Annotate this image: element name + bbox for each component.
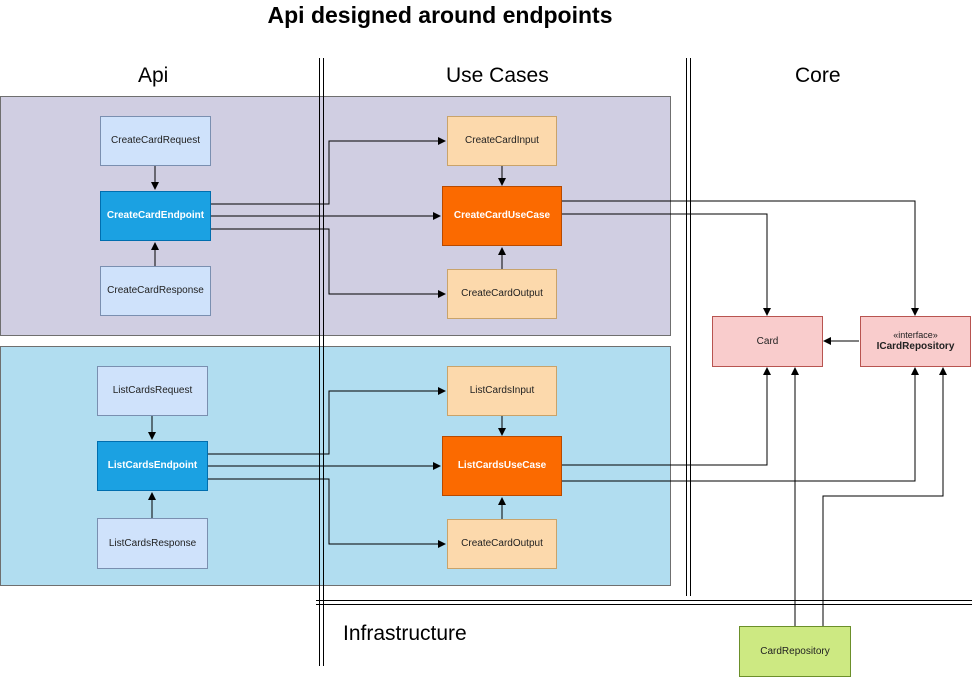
lane-label-infrastructure: Infrastructure	[343, 622, 467, 645]
list-cards-response-box[interactable]: ListCardsResponse	[97, 518, 208, 569]
boundary-infrastructure-line-2	[316, 604, 972, 605]
lane-label-core: Core	[795, 64, 841, 87]
list-cards-output-box[interactable]: CreateCardOutput	[447, 519, 557, 569]
cardrepository-to-icardrepository-arrow	[822, 367, 947, 626]
create-card-input-box[interactable]: CreateCardInput	[447, 116, 557, 166]
lane-label-api: Api	[138, 64, 169, 87]
create-card-response-box[interactable]: CreateCardResponse	[100, 266, 211, 316]
list-cards-endpoint-box[interactable]: ListCardsEndpoint	[97, 441, 208, 491]
list-cards-usecase-box[interactable]: ListCardsUseCase	[442, 436, 562, 496]
icardrepository-interface-box[interactable]: «interface» ICardRepository	[860, 316, 971, 367]
card-entity-box[interactable]: Card	[712, 316, 823, 367]
boundary-infrastructure-line-1	[316, 600, 972, 601]
create-card-endpoint-box[interactable]: CreateCardEndpoint	[100, 191, 211, 241]
list-cards-request-box[interactable]: ListCardsRequest	[97, 366, 208, 416]
interface-stereotype-label: «interface»	[893, 330, 938, 341]
diagram-title: Api designed around endpoints	[267, 2, 613, 28]
lane-label-use-cases: Use Cases	[446, 64, 549, 87]
card-repository-box[interactable]: CardRepository	[739, 626, 851, 677]
boundary-usecases-core-line-1	[686, 58, 687, 596]
boundary-usecases-core-line-2	[690, 58, 691, 596]
boundary-api-usecases-line-2	[323, 58, 324, 666]
boundary-api-usecases-line-1	[319, 58, 320, 666]
create-card-output-box[interactable]: CreateCardOutput	[447, 269, 557, 319]
create-card-request-box[interactable]: CreateCardRequest	[100, 116, 211, 166]
icardrepository-name-label: ICardRepository	[876, 340, 955, 352]
create-card-usecase-box[interactable]: CreateCardUseCase	[442, 186, 562, 246]
list-cards-input-box[interactable]: ListCardsInput	[447, 366, 557, 416]
